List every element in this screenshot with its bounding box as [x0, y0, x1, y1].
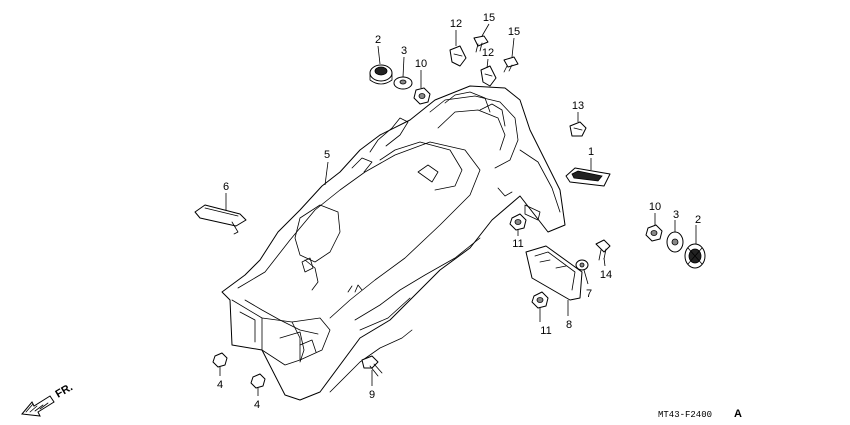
- callout-9: 9: [369, 389, 375, 401]
- callout-3: 3: [673, 209, 679, 221]
- callout-15: 15: [508, 26, 520, 38]
- washer-part-3-right: [666, 231, 684, 253]
- front-direction-arrow: FR.: [21, 381, 75, 417]
- leader-lines: [219, 23, 697, 396]
- nut-part-11-lower: [531, 291, 549, 309]
- callout-7: 7: [586, 288, 592, 300]
- grommet-part-2-right: [684, 243, 706, 269]
- callout-10: 10: [415, 58, 427, 70]
- diagram-code: MT43-F2400 A: [658, 408, 742, 420]
- nut-part-11-upper: [509, 213, 527, 231]
- bracket-part-6: [194, 204, 247, 235]
- clip-part-12-top: [449, 45, 467, 67]
- clip-part-12-lower: [480, 65, 497, 87]
- callout-4: 4: [217, 379, 223, 391]
- diagram-code-suffix: A: [734, 408, 742, 420]
- callout-12: 12: [482, 47, 494, 59]
- callout-10: 10: [649, 201, 661, 213]
- callout-labels: 1 2 2 3 3 4 4 5 6 7 8 9 10 10 11 11 12 1…: [217, 12, 701, 411]
- bolt-part-9: [361, 355, 383, 377]
- reflector-part-1: [565, 167, 611, 187]
- nut-part-4-left: [212, 352, 228, 368]
- callout-1: 1: [588, 146, 594, 158]
- bolt-part-13: [569, 121, 587, 137]
- washer-part-3-top: [393, 76, 413, 90]
- callout-5: 5: [324, 149, 330, 161]
- callout-13: 13: [572, 100, 584, 112]
- callout-2: 2: [375, 34, 381, 46]
- callout-8: 8: [566, 319, 572, 331]
- diagram-code-text: MT43-F2400: [658, 410, 712, 420]
- nut-part-10-right: [645, 224, 663, 242]
- callout-14: 14: [600, 269, 612, 281]
- nut-part-10-top: [413, 87, 431, 105]
- direction-label: FR.: [54, 381, 75, 400]
- plate-part-8: [525, 245, 583, 301]
- callout-12: 12: [450, 18, 462, 30]
- grommet-part-2-top: [369, 64, 393, 85]
- callout-15: 15: [483, 12, 495, 24]
- callout-11: 11: [512, 238, 523, 250]
- callout-4: 4: [254, 399, 260, 411]
- screw-part-15-top: [473, 35, 489, 53]
- callout-6: 6: [223, 181, 229, 193]
- nut-part-4-right: [250, 373, 266, 389]
- screw-part-15-right: [503, 56, 519, 73]
- collar-part-7: [575, 259, 589, 271]
- callout-11: 11: [540, 325, 551, 337]
- bolt-part-14: [595, 239, 611, 261]
- callout-3: 3: [401, 45, 407, 57]
- rear-fender: [221, 85, 566, 401]
- callout-2: 2: [695, 214, 701, 226]
